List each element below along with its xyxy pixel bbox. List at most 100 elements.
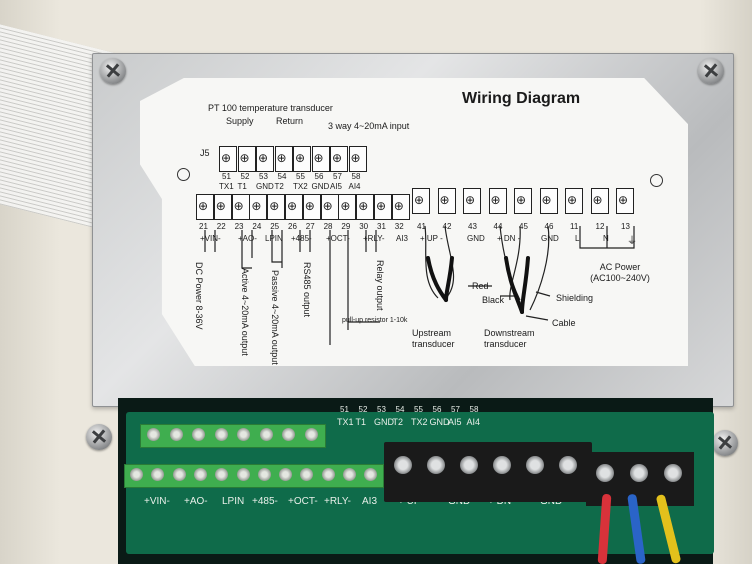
j5-label: J5 (200, 148, 210, 158)
terminal-screw-icon (274, 146, 293, 172)
rly-group: +RLY- (363, 234, 385, 243)
terminal-screw-icon (488, 188, 507, 214)
terminal-screw-icon (147, 428, 160, 441)
earth-label: ⏚ (627, 236, 637, 247)
terminal-screw-icon (130, 468, 143, 481)
pcb-label: LPIN (222, 496, 245, 507)
pcb-label: AI3 (362, 496, 378, 507)
middle-terminal-block (196, 194, 416, 228)
terminal-screw-icon (300, 468, 314, 481)
terminal-number: 28 (323, 222, 333, 231)
label-hole-left (177, 168, 190, 181)
pt100-caption: PT 100 temperature transducer (208, 103, 333, 113)
gnd-group-1: GND (467, 234, 485, 243)
pcb-number: 57 (451, 405, 460, 414)
terminal-screw-icon (279, 468, 293, 481)
wiring-diagram-label (140, 78, 688, 366)
pcb-number: 51 (340, 405, 349, 414)
terminal-screw-icon (192, 428, 205, 441)
terminal-screw-icon (214, 428, 228, 441)
black-wire-label: Black (482, 295, 505, 305)
vin-group: +VIN- (200, 234, 221, 243)
terminal-screw-icon (616, 188, 634, 214)
terminal-screw-icon (172, 468, 186, 481)
terminal-screw-icon (193, 468, 207, 481)
terminal-screw-icon (391, 194, 410, 220)
terminal-screw-icon (493, 456, 511, 474)
pcb-label: TX2 (411, 417, 428, 427)
n-label: N (603, 234, 609, 243)
pullup-label: pull-up resistor 1-10k (342, 317, 408, 324)
pcb-label: T2 (392, 417, 404, 427)
pcb-label: GND (429, 417, 450, 427)
screw-top-right (698, 58, 724, 84)
pcb-number: 56 (432, 405, 442, 414)
terminal-screw-icon (236, 468, 250, 481)
screw-bottom-left (86, 424, 112, 450)
terminal-screw-icon (215, 468, 229, 481)
terminal-number: 24 (252, 222, 262, 231)
pcb-label: +AO- (184, 496, 208, 507)
terminal-number: 53 (259, 172, 268, 181)
terminal-screw-icon (151, 468, 165, 481)
terminal-screw-icon (559, 456, 577, 474)
pcb-label: AI5 (448, 417, 462, 427)
terminal-number: 52 (240, 172, 250, 181)
terminal-label: TX2 (293, 182, 308, 191)
gnd-group-2: GND (541, 234, 559, 243)
oct-group: +OCT- (326, 234, 350, 243)
terminal-number: 23 (234, 222, 244, 231)
terminal-label: T1 (237, 182, 247, 191)
downstream-label: Downstream transducer (484, 328, 535, 349)
pcb-label: T1 (355, 417, 367, 427)
terminal-number: 54 (277, 172, 287, 181)
terminal-screw-icon (343, 468, 356, 481)
terminal-number: 57 (333, 172, 342, 181)
dn-group: + DN - (497, 234, 521, 243)
terminal-screw-icon (460, 456, 478, 474)
l-label: L (575, 234, 580, 243)
pcb-label: +485- (252, 496, 278, 507)
terminal-number: 13 (621, 222, 630, 231)
lpin-group: LPIN (265, 234, 283, 243)
terminal-screw-icon (437, 188, 456, 214)
pcb-label: AI4 (466, 417, 481, 427)
ai3-group: AI3 (396, 234, 409, 243)
terminal-label: AI5 (330, 182, 343, 191)
terminal-number: 41 (417, 222, 426, 231)
pcb-label: TX1 (337, 417, 354, 427)
green-terminal-upper (140, 424, 326, 448)
label-hole-right (650, 174, 663, 187)
terminal-screw-icon (169, 428, 183, 441)
terminal-screw-icon (321, 468, 335, 481)
terminal-number: 58 (351, 172, 361, 181)
pcb-number: 53 (377, 405, 386, 414)
pcb-label: GND (374, 417, 394, 427)
terminal-number: 29 (341, 222, 351, 231)
terminal-screw-icon (630, 464, 648, 482)
shielding-label: Shielding (556, 293, 594, 303)
terminal-screw-icon (304, 428, 318, 441)
green-terminal-lower (124, 464, 384, 488)
upstream-label: Upstream transducer (412, 328, 455, 349)
terminal-number: 56 (314, 172, 324, 181)
terminal-label: TX1 (219, 182, 234, 191)
terminal-screw-icon (282, 428, 295, 441)
terminal-screw-icon (463, 188, 481, 214)
terminal-screw-icon (311, 146, 330, 172)
return-label: Return (276, 116, 304, 126)
pcb-label: +RLY- (324, 496, 351, 507)
terminal-screw-icon (237, 146, 256, 172)
terminal-label: AI4 (348, 182, 361, 191)
485-group: +485- (291, 234, 312, 243)
pcb-number: 55 (414, 405, 423, 414)
screw-top-left (100, 58, 126, 84)
right-terminal-block (412, 188, 642, 222)
terminal-number: 26 (288, 222, 297, 231)
terminal-label: GND (311, 182, 330, 191)
terminal-screw-icon (596, 464, 614, 482)
terminal-number: 46 (544, 222, 554, 231)
terminal-number: 45 (519, 222, 528, 231)
terminal-screw-icon (293, 146, 311, 172)
